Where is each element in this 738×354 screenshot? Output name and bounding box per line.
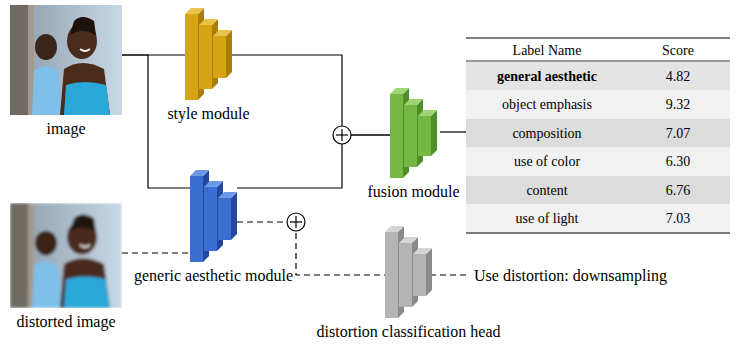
- table-cell: 4.82: [666, 68, 691, 85]
- module-label: distorted image: [16, 312, 116, 331]
- table-rule: [466, 61, 730, 62]
- module-label: distortion classification head: [317, 322, 501, 341]
- sum-symbol: [287, 213, 305, 231]
- module-label: image: [46, 119, 85, 138]
- table-cell: use of color: [514, 153, 580, 170]
- table-rule: [466, 37, 730, 38]
- style-module-block: style module: [185, 8, 232, 100]
- table-row: [466, 91, 730, 120]
- network-block: [385, 226, 432, 318]
- table-cell: 9.32: [666, 96, 691, 113]
- table-cell: 7.07: [666, 125, 691, 142]
- network-block: [390, 88, 437, 178]
- sum-symbol: [333, 126, 351, 144]
- network-block: [185, 8, 232, 100]
- table-cell: use of light: [516, 210, 579, 227]
- distorted-image: distorted image: [10, 203, 122, 308]
- table-row: [466, 148, 730, 177]
- connector: [232, 55, 390, 135]
- table-row: [466, 176, 730, 205]
- output-line: [440, 131, 466, 132]
- table-cell: 6.76: [666, 182, 691, 199]
- photo: [10, 203, 122, 308]
- table-row: [466, 205, 730, 234]
- table-header: Label Name: [513, 42, 582, 59]
- table-cell: 7.03: [666, 210, 691, 227]
- photo: [10, 5, 122, 115]
- module-label: fusion module: [368, 182, 460, 201]
- table-cell: composition: [512, 125, 581, 142]
- table-row: [466, 62, 730, 91]
- annotation-text: Use distortion: downsampling: [474, 266, 667, 285]
- generic-module-block: generic aesthetic module: [190, 170, 237, 262]
- table-header: Score: [662, 42, 694, 59]
- distortion-leader: [430, 274, 469, 275]
- table-cell: content: [526, 182, 567, 199]
- distortion-head-block: distortion classification head: [385, 226, 432, 318]
- connector: [122, 252, 190, 253]
- table-rule: [466, 232, 730, 233]
- table-row: [466, 119, 730, 148]
- table-cell: 6.30: [666, 153, 691, 170]
- table-cell: general aesthetic: [497, 68, 597, 85]
- network-block: [190, 170, 237, 262]
- connector: [237, 135, 390, 188]
- module-label: generic aesthetic module: [134, 266, 293, 285]
- input-image: image: [10, 5, 122, 115]
- table-cell: object emphasis: [502, 96, 592, 113]
- module-label: style module: [167, 104, 249, 123]
- fusion-module-block: fusion module: [390, 88, 437, 178]
